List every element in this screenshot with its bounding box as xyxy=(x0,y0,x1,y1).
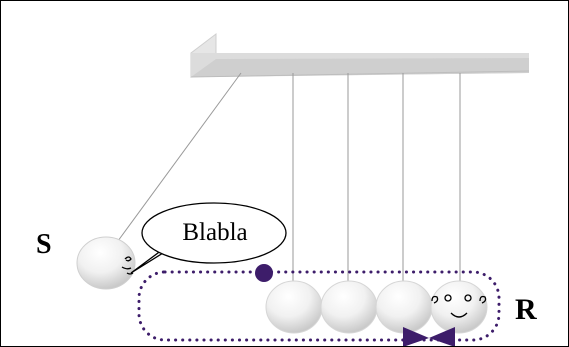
receiver-face xyxy=(431,294,487,318)
sender-label: S xyxy=(36,229,52,260)
receiver-label: R xyxy=(515,293,537,326)
string-swing xyxy=(114,72,242,246)
sender-face xyxy=(121,256,134,275)
speech-bubble-text: Blabla xyxy=(182,219,248,246)
ball-3 xyxy=(375,280,433,334)
ball-1 xyxy=(265,280,323,334)
ball-2 xyxy=(320,280,378,334)
support-frame xyxy=(190,32,530,78)
dotted-channel xyxy=(137,270,501,342)
speech-bubble xyxy=(130,202,287,274)
channel-knob xyxy=(255,264,273,282)
ball-receiver xyxy=(430,280,488,334)
strings xyxy=(114,72,461,286)
sender-ball xyxy=(76,236,136,290)
resting-balls xyxy=(265,280,488,334)
bowtie-icon xyxy=(403,327,455,346)
